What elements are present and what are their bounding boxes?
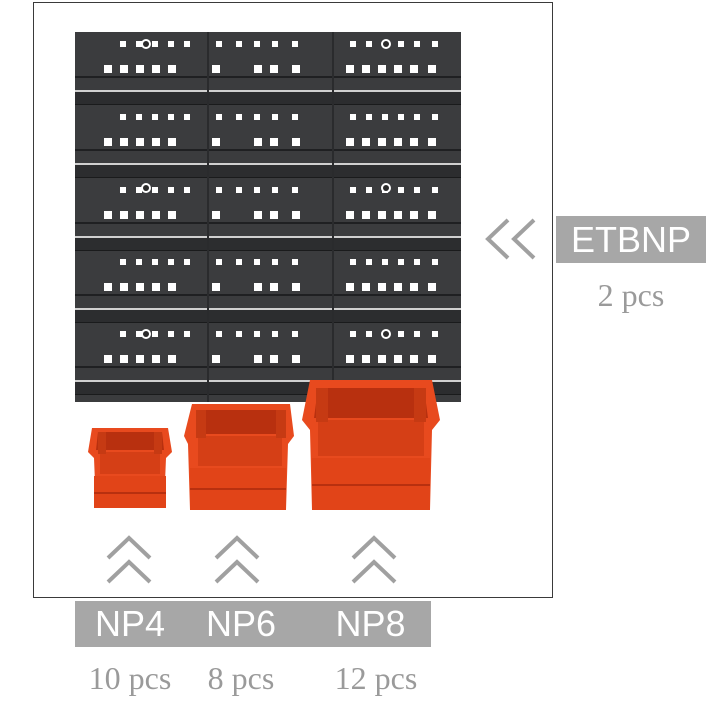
bin-np4 (88, 428, 172, 508)
bin-code-np6: NP6 (205, 603, 277, 644)
double-chevron-up-icon (214, 535, 260, 584)
bin-np6 (184, 404, 294, 510)
bin-np8 (302, 380, 440, 510)
panel-code-label: ETBNP (556, 216, 706, 263)
bin-quantity-np8: 12 pcs (334, 660, 418, 696)
double-chevron-up-icon (106, 535, 152, 584)
bin-quantity-np4: 10 pcs (88, 660, 172, 696)
bin-quantity-np6: 8 pcs (207, 660, 275, 696)
bin-label-bar (75, 601, 431, 647)
bin-code-np4: NP4 (94, 603, 166, 644)
double-chevron-left-icon (485, 218, 536, 260)
bin-code-np8: NP8 (335, 603, 406, 644)
double-chevron-up-icon (351, 535, 397, 584)
panel-quantity: 2 pcs (597, 277, 665, 313)
